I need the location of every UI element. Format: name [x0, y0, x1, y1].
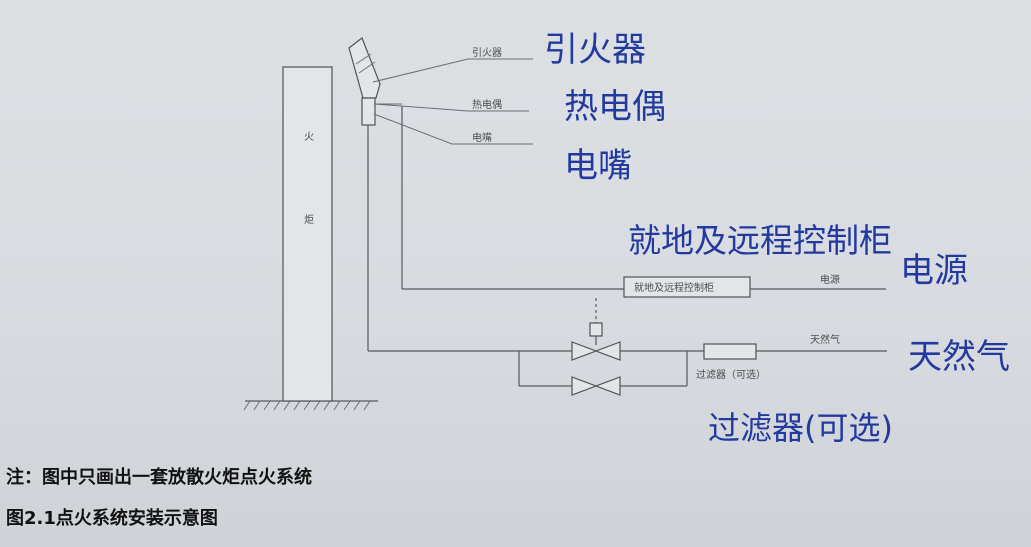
- valve-actuator: [589, 322, 603, 337]
- main-valve: [571, 341, 621, 361]
- printed-label-igniter: 引火器: [472, 47, 502, 59]
- tower-char-bottom: 炬: [304, 213, 314, 226]
- printed-label-filter: 过滤器（可选）: [696, 368, 766, 381]
- handwritten-control-cabinet: 就地及远程控制柜: [628, 221, 892, 260]
- printed-label-control-cabinet: 就地及远程控制柜: [634, 281, 714, 294]
- handwritten-electric-nozzle: 电嘴: [564, 146, 632, 186]
- ground: [243, 400, 378, 411]
- control-cabinet-box: [623, 276, 751, 298]
- handwritten-thermocouple: 热电偶: [564, 87, 666, 127]
- printed-label-thermocouple: 热电偶: [472, 98, 502, 111]
- gas-piping: [368, 350, 887, 387]
- figure-caption: 图2.1点火系统安装示意图: [6, 508, 218, 529]
- handwritten-power: 电源: [900, 251, 968, 291]
- note-line: 注：图中只画出一套放散火炬点火系统: [6, 467, 312, 488]
- handwritten-natural-gas: 天然气: [908, 337, 1010, 377]
- flare-tower: [282, 66, 333, 402]
- printed-label-natural-gas: 天然气: [810, 333, 840, 346]
- printed-label-electric-nozzle: 电嘴: [472, 131, 492, 144]
- handwritten-filter: 过滤器(可选): [708, 409, 893, 447]
- igniter-assembly: [348, 37, 403, 351]
- label-leaders: [372, 58, 533, 145]
- filter-box: [703, 343, 757, 360]
- bypass-valve: [571, 376, 621, 396]
- printed-label-power: 电源: [820, 273, 840, 286]
- handwritten-igniter: 引火器: [544, 30, 646, 70]
- tower-char-top: 火: [304, 131, 314, 143]
